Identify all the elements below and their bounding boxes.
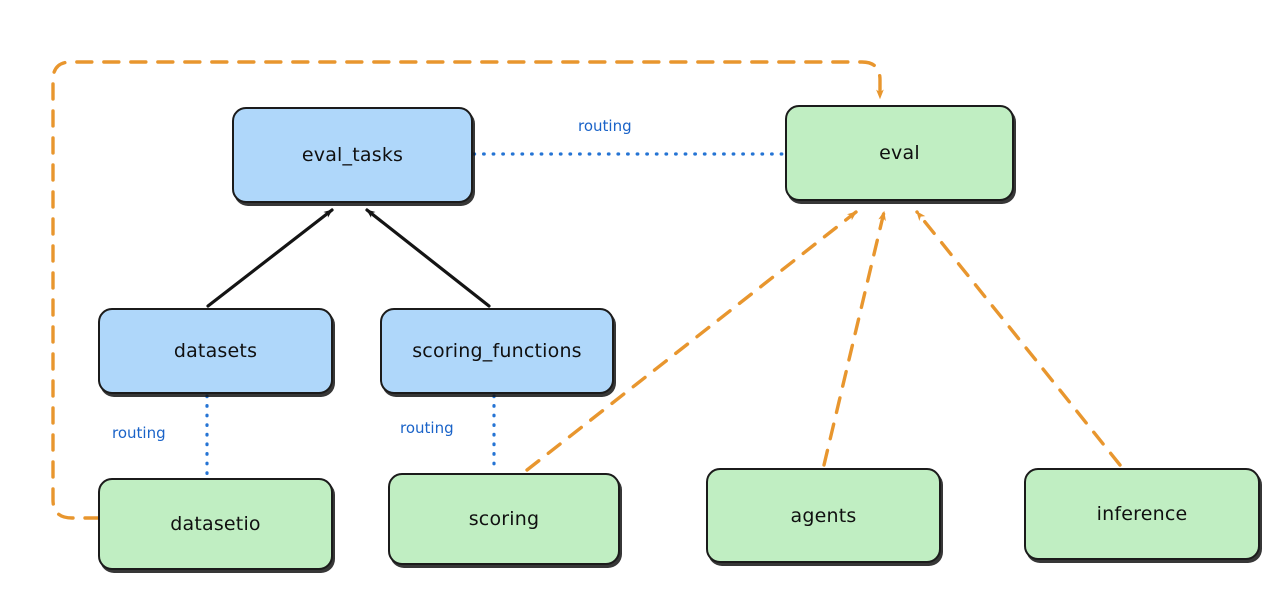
- edge-label-routing-scoring: routing: [400, 419, 454, 437]
- node-eval[interactable]: eval: [785, 105, 1014, 201]
- node-agents[interactable]: agents: [706, 468, 941, 563]
- edge-scoring-eval: [525, 210, 858, 472]
- edge-datasetio-eval: [51, 60, 884, 520]
- edge-label-routing-eval: routing: [578, 117, 632, 135]
- node-scoring[interactable]: scoring: [388, 473, 620, 565]
- node-label: eval: [879, 142, 920, 164]
- node-label: datasetio: [170, 513, 261, 535]
- edge-agents-eval: [822, 210, 886, 467]
- node-label: scoring: [468, 508, 540, 530]
- edge-datasets-eval_tasks: [206, 208, 334, 308]
- node-eval-tasks[interactable]: eval_tasks: [232, 107, 473, 203]
- node-label: datasets: [173, 340, 258, 362]
- edge-label-routing-datasets: routing: [112, 424, 166, 442]
- edge-inference-eval: [915, 210, 1122, 467]
- node-label: scoring_functions: [412, 340, 582, 362]
- node-datasetio[interactable]: datasetio: [98, 478, 333, 570]
- node-label: eval_tasks: [301, 144, 404, 166]
- edge-scoring_functions-eval_tasks: [365, 208, 491, 308]
- node-label: inference: [1096, 503, 1188, 525]
- node-scoring-functions[interactable]: scoring_functions: [380, 308, 614, 394]
- node-label: agents: [790, 504, 857, 527]
- node-datasets[interactable]: datasets: [98, 308, 333, 394]
- node-inference[interactable]: inference: [1024, 468, 1260, 560]
